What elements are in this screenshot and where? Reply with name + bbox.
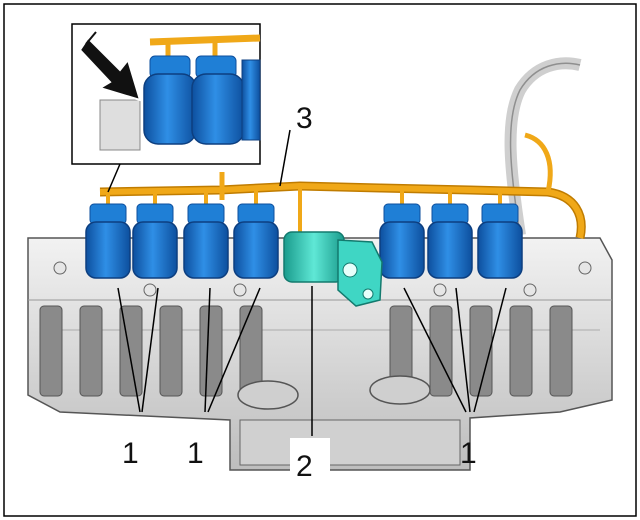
callout-3: 3 xyxy=(296,102,313,135)
connector-4 xyxy=(233,203,279,279)
sensor-unit xyxy=(283,231,383,307)
press-arrow-icon xyxy=(78,31,142,102)
label-2-backdrop xyxy=(290,438,330,484)
callout-1-left: 1 xyxy=(122,437,139,470)
connector-5 xyxy=(379,203,425,279)
callout-lines xyxy=(117,129,507,436)
connector-7 xyxy=(477,203,523,279)
connector-3 xyxy=(183,203,229,279)
callout-1-right: 1 xyxy=(460,437,477,470)
injector-connectors xyxy=(85,203,523,279)
callout-2: 2 xyxy=(296,450,313,483)
connector-1 xyxy=(85,203,131,279)
detail-inset xyxy=(71,23,261,193)
callout-1-middle: 1 xyxy=(187,437,204,470)
wiring-harness xyxy=(99,132,586,239)
connector-2 xyxy=(132,203,178,279)
connector-6 xyxy=(427,203,473,279)
